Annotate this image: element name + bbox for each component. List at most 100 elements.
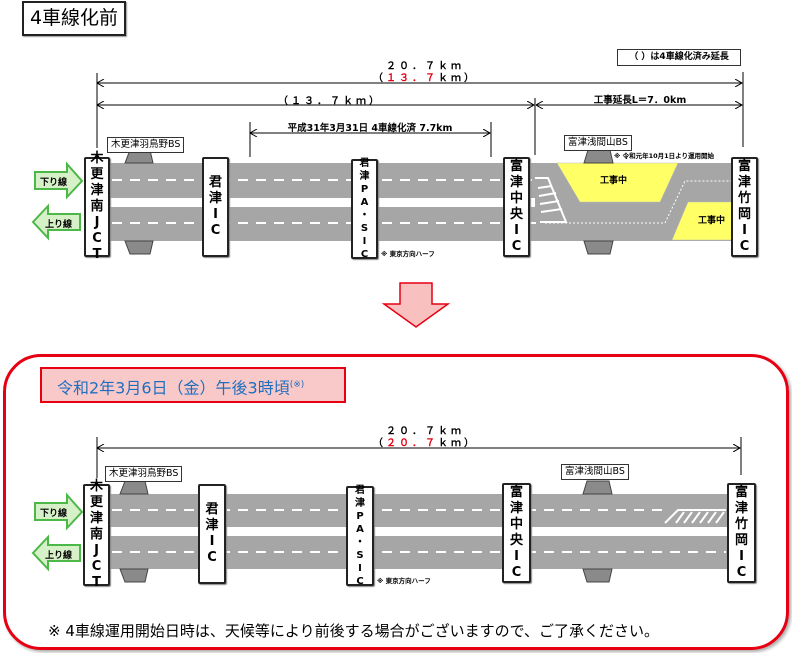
up-line-arrow	[31, 203, 81, 241]
ic-char: C	[92, 231, 102, 246]
pa-half-note: ※ 東京方向ハーフ	[381, 250, 435, 258]
pa-half-note: ※ 東京方向ハーフ	[377, 577, 431, 585]
ic-char: 君	[359, 158, 370, 169]
ic-char: 南	[89, 527, 103, 542]
transition-down-arrow	[381, 282, 451, 328]
ic-char: 更	[89, 495, 103, 510]
ic-char: 南	[90, 199, 104, 214]
completed-span-label: （１３．７ｋｍ）	[278, 96, 382, 107]
ic-char: P	[360, 184, 369, 195]
down-line-arrow	[34, 161, 84, 200]
ic-char: 津	[208, 191, 222, 206]
unit-suffix: ｋｍ）	[438, 73, 477, 84]
ic-char: 富	[734, 485, 748, 500]
ic-char: 君	[208, 175, 222, 190]
paren-open: （	[373, 73, 386, 84]
bus-stop-label-kisarazu-hatorino: 木更津羽鳥野BS	[107, 137, 185, 153]
legend-note: （ ）は4車線化済み延長	[617, 49, 741, 66]
ic-char: 君	[205, 502, 219, 517]
before-four-lane-length: （１３．７ｋｍ）	[365, 69, 485, 84]
construction-label-2: 工事中	[698, 216, 726, 226]
paren-open: （	[373, 438, 386, 449]
ic-char: 津	[355, 498, 365, 509]
construction-label-1: 工事中	[600, 176, 628, 186]
before-section-title: 4車線化前	[22, 1, 126, 36]
ic-char: C	[356, 576, 364, 587]
ic-char: ・	[359, 210, 370, 221]
ic-char: T	[92, 247, 102, 262]
ic-char: 竹	[734, 517, 748, 532]
ic-char: 君	[355, 485, 365, 496]
bus-stop-label-kisarazu-hatorino: 木更津羽鳥野BS	[105, 466, 183, 482]
ic-char: P	[356, 511, 364, 522]
ic-char: C	[511, 565, 522, 580]
after-four-lane-length: （２０．７ｋｍ）	[365, 434, 485, 449]
lane-taper-hatch	[535, 177, 568, 223]
ic-char: A	[356, 524, 364, 535]
ic-char: 木	[89, 479, 103, 494]
ic-char: C	[736, 565, 747, 580]
bus-stop-bay	[583, 149, 614, 164]
footnote-marker: (※)	[289, 380, 305, 390]
after-total-length: ２０．７ｋｍ	[386, 426, 464, 437]
ic-char: 央	[509, 207, 523, 222]
ic-char: 富	[509, 485, 523, 500]
ic-char: A	[360, 197, 369, 208]
widened-span-label: 平成31年3月31日 4車線化済 7.7km	[287, 123, 453, 134]
ic-char: J	[94, 543, 99, 558]
ic-char: ・	[355, 537, 365, 548]
up-line-arrow	[31, 534, 81, 572]
ic-char: 津	[509, 501, 523, 516]
before-direction-arrows	[31, 161, 84, 241]
ic-char: 更	[90, 167, 104, 182]
ic-char: I	[514, 223, 519, 238]
ic-char: J	[94, 215, 100, 230]
down-line-label: 下り線	[40, 178, 68, 188]
ic-char: 津	[90, 183, 104, 198]
after-direction-arrows	[31, 492, 84, 572]
ic-char: C	[210, 223, 221, 238]
ic-char: I	[739, 549, 744, 564]
opening-date-banner: 令和2年3月6日（金）午後3時頃(※)	[40, 367, 346, 403]
bus-stop-label-futtsu-sengenyama: 富津浅間山BS	[561, 464, 629, 480]
ic-char: 央	[509, 533, 523, 548]
ic-char: 津	[737, 175, 751, 190]
ic-char: C	[360, 249, 369, 260]
bus-stop-bay	[582, 480, 613, 495]
bus-stop-bay	[119, 568, 149, 583]
ic-char: I	[358, 563, 362, 574]
ic-char: T	[92, 575, 101, 590]
ic-char: S	[360, 223, 369, 234]
ic-char: 岡	[734, 533, 748, 548]
ic-char: 津	[734, 501, 748, 516]
ic-char: C	[91, 559, 102, 574]
bus-stop-bay	[582, 568, 613, 583]
ic-char: I	[209, 534, 215, 549]
lane-taper-hatch	[664, 509, 726, 524]
after-section-frame	[3, 354, 789, 650]
ic-char: C	[739, 239, 750, 254]
after-dimension-lines	[96, 437, 742, 478]
ic-char: 中	[509, 191, 523, 206]
ic-char: C	[511, 239, 522, 254]
ic-char: 津	[89, 511, 103, 526]
ic-char: 津	[359, 171, 370, 182]
before-total-length: ２０．７ｋｍ	[386, 61, 464, 72]
ic-char: 津	[205, 518, 219, 533]
bus-stop-bay	[583, 240, 614, 255]
up-line-label: 上り線	[45, 551, 73, 561]
ic-char: 富	[737, 159, 751, 174]
ic-char: 岡	[737, 207, 751, 222]
four-lane-length-value: ２０．７	[386, 438, 438, 449]
opening-date-text: 令和2年3月6日（金）午後3時頃	[57, 378, 290, 398]
construction-span-label: 工事延長L＝7．0km	[593, 95, 687, 106]
ic-char: I	[742, 223, 747, 238]
down-line-arrow	[34, 492, 84, 531]
